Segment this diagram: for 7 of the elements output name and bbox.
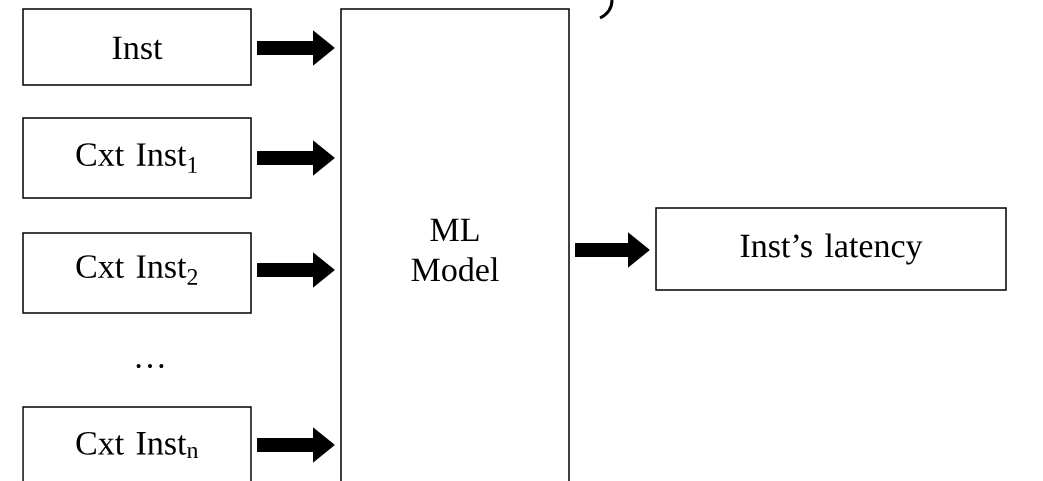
box: Inst’s latency [655, 207, 1007, 291]
box: Cxt Inst$_{1}$ [22, 117, 252, 199]
box: Inst [22, 8, 252, 86]
box: Cxt Inst$_{n}$ [22, 406, 252, 481]
box: ML Model [340, 8, 570, 481]
ellipsis: … [136, 364, 164, 368]
box: Cxt Inst$_{2}$ [22, 232, 252, 314]
